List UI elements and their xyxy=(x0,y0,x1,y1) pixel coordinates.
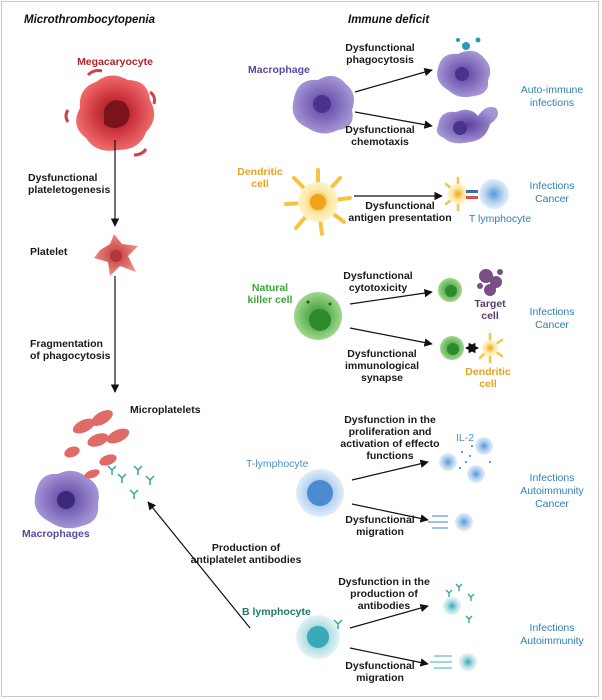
t-proliferation-result xyxy=(439,437,493,483)
macrophage-chemotaxis-result xyxy=(436,107,498,144)
nk-synapse-result xyxy=(440,332,504,364)
t-lymphocyte-label: T-lymphocyte xyxy=(246,458,309,470)
platelet-label: Platelet xyxy=(30,246,68,258)
antibody-icons xyxy=(107,465,155,499)
arrow-b-lymphocyte-to-microplatelets xyxy=(147,501,251,629)
arrow-nk-synapse xyxy=(349,327,433,347)
arrow-t-migration xyxy=(351,503,429,523)
arrow-nk-cytotoxicity xyxy=(349,288,433,305)
b-migration-result xyxy=(430,653,477,671)
microplatelets-group xyxy=(64,410,130,466)
macrophage-phagocytosis-result xyxy=(437,37,491,98)
heading-microthrombocytopenia: Microthrombocytopenia xyxy=(24,14,155,26)
megakaryocyte-cell xyxy=(64,69,156,157)
platelet-cell xyxy=(94,234,138,276)
t-lymphocyte-small-label: T lymphocyte xyxy=(468,213,532,225)
megakaryocyte-label: Megacaryocyte xyxy=(77,56,153,68)
macrophage-label: Macrophage xyxy=(248,64,310,76)
dendritic-t-lymphocyte-result xyxy=(444,176,509,212)
il2-label: IL-2 xyxy=(456,432,475,444)
arrow-macrophage-phagocytosis xyxy=(354,68,433,93)
macrophage-engulfing xyxy=(34,469,100,529)
nk-cell xyxy=(294,292,342,340)
t-migration-result xyxy=(428,513,473,531)
macrophage-cell xyxy=(292,75,354,134)
arrow-macrophage-chemotaxis xyxy=(354,111,433,129)
b-lymphocyte-cell xyxy=(296,615,343,659)
b-lymphocyte-label: B lymphocyte xyxy=(242,606,311,618)
arrow-b-migration xyxy=(349,647,429,667)
arrow-b-antibodies xyxy=(349,604,429,629)
macrophages-label: Macrophages xyxy=(22,528,90,540)
b-antibodies-result xyxy=(443,583,475,623)
heading-immune-deficit: Immune deficit xyxy=(348,14,430,26)
microplatelets-label: Microplatelets xyxy=(130,404,201,416)
nk-cytotoxicity-result xyxy=(438,269,503,302)
arrow-t-proliferation xyxy=(351,459,429,481)
dendritic-cell xyxy=(284,168,352,236)
t-lymphocyte-cell xyxy=(296,469,344,517)
